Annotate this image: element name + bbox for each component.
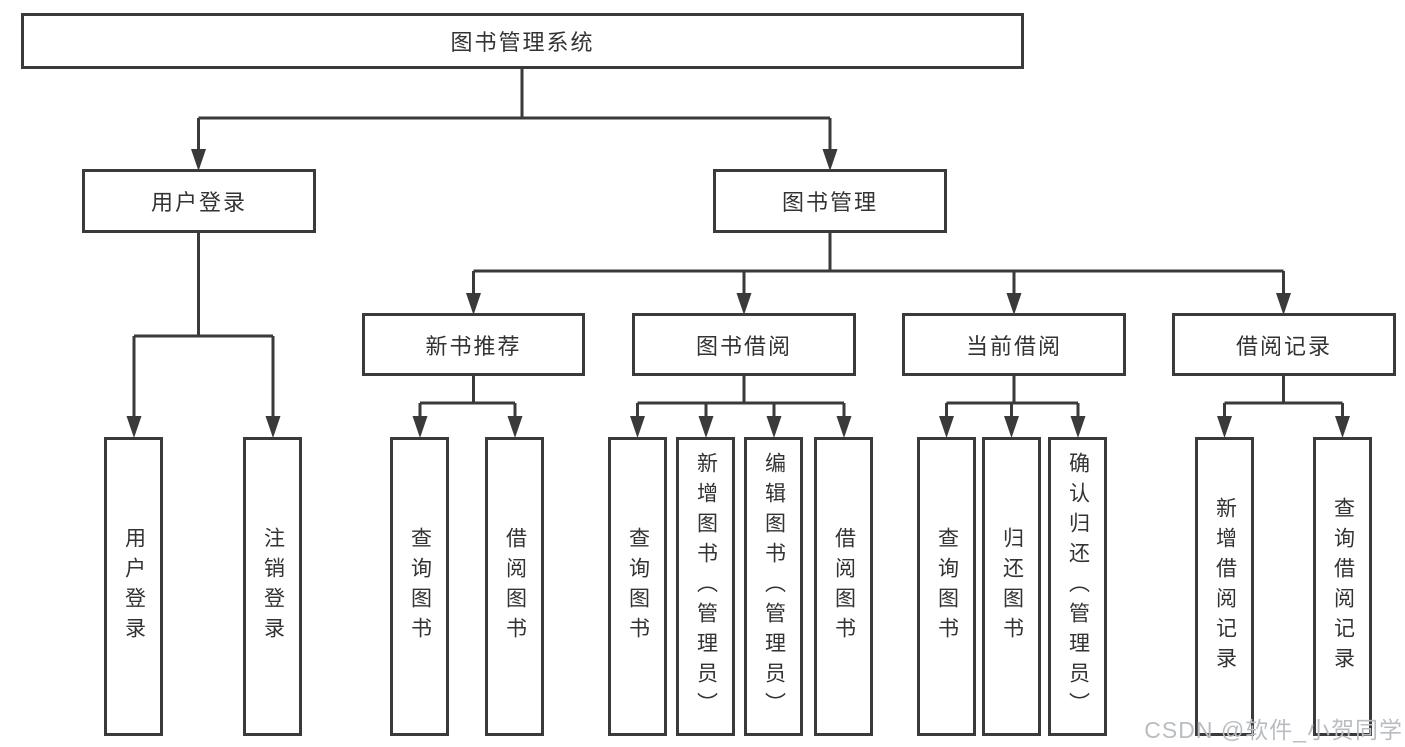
node-borrow-record: 借阅记录 [1172, 313, 1396, 376]
leaf-query-book: 查询图书 [608, 437, 667, 736]
node-book-management: 图书管理 [713, 169, 947, 233]
leaf-user-login: 用户登录 [104, 437, 163, 736]
leaf-borrow-book: 借阅图书 [485, 437, 544, 736]
leaf-edit-book-admin: 编辑图书（管理员） [744, 437, 803, 736]
connector-newbook-to-leaves [412, 375, 523, 438]
csdn-watermark: CSDN @软件_小贺同学 [1144, 717, 1403, 743]
node-library-management-system: 图书管理系统 [21, 13, 1024, 69]
node-new-book-recommend: 新书推荐 [362, 313, 585, 376]
leaf-return-book: 归还图书 [982, 437, 1041, 736]
leaf-logout: 注销登录 [243, 437, 302, 736]
leaf-add-borrow-record: 新增借阅记录 [1195, 437, 1254, 736]
connector-login-to-leaves [126, 233, 281, 438]
connector-mgmt-to-level3 [466, 233, 1291, 315]
leaf-query-book: 查询图书 [390, 437, 449, 736]
leaf-query-book: 查询图书 [917, 437, 976, 736]
connector-borrow-to-leaves [630, 375, 852, 438]
leaf-confirm-return-admin: 确认归还（管理员） [1048, 437, 1107, 736]
node-current-borrow: 当前借阅 [902, 313, 1126, 376]
node-book-borrow: 图书借阅 [632, 313, 856, 376]
leaf-add-book-admin: 新增图书（管理员） [676, 437, 735, 736]
node-user-login: 用户登录 [82, 169, 316, 233]
leaf-query-borrow-record: 查询借阅记录 [1313, 437, 1372, 736]
connector-record-to-leaves [1217, 375, 1350, 438]
leaf-borrow-book: 借阅图书 [814, 437, 873, 736]
connector-current-to-leaves [939, 375, 1086, 438]
connector-root-to-level2 [191, 68, 838, 171]
